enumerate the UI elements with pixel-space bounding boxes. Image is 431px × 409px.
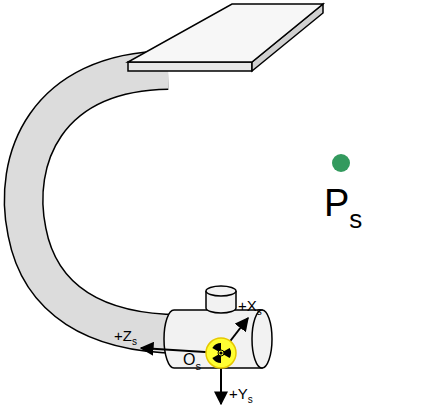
point-dot	[332, 154, 350, 172]
cylinder-body	[164, 310, 262, 368]
arm	[24, 70, 180, 334]
plate-top	[128, 4, 323, 62]
radiation-symbol	[206, 338, 236, 368]
plate-front	[128, 62, 252, 71]
knob-top	[206, 286, 236, 296]
axis-label: +Y	[229, 386, 248, 401]
origin-label: O	[183, 352, 195, 368]
axis-label: +Z	[114, 328, 132, 343]
subscript: s	[195, 361, 201, 372]
subscript: s	[132, 337, 137, 347]
arm-outline	[24, 70, 180, 334]
subscript: s	[248, 395, 253, 405]
subscript: s	[257, 307, 262, 317]
cylinder-end	[252, 310, 272, 368]
point-label: P	[324, 184, 349, 222]
subscript: s	[349, 206, 362, 232]
axis-label: +X	[238, 298, 257, 313]
